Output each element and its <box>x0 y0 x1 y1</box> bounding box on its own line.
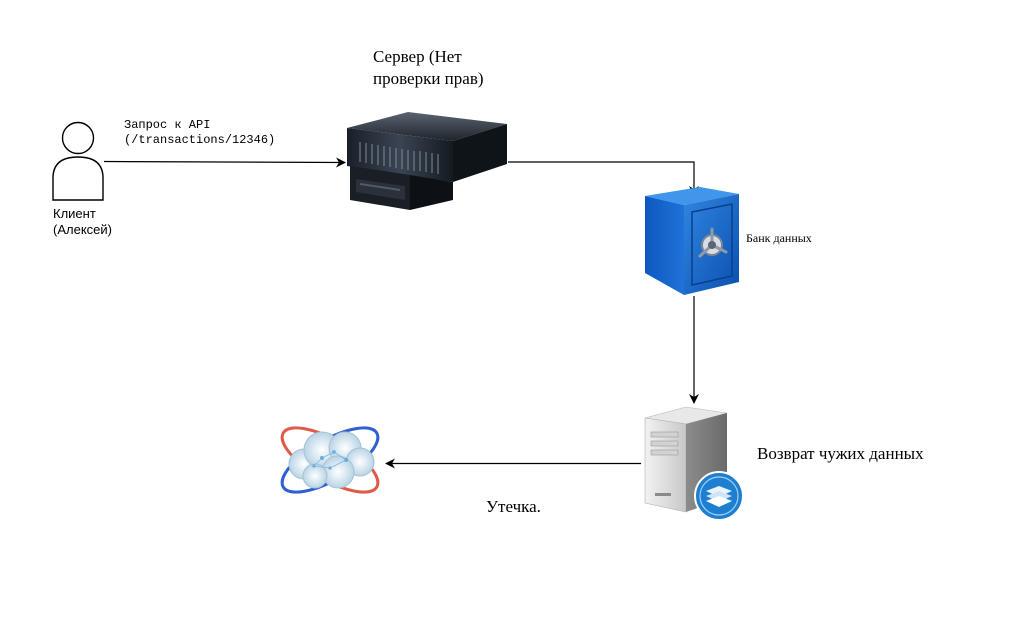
client-label: Клиент (Алексей) <box>53 206 112 237</box>
server-rack-icon <box>347 112 507 210</box>
edge-server-bank <box>508 161 699 196</box>
database-badge-icon <box>694 471 744 521</box>
edge-client-server <box>103 157 346 168</box>
cloud-leak-icon <box>280 426 380 494</box>
bank-label: Банк данных <box>746 231 812 245</box>
server-label: Сервер (Нет проверки прав) <box>373 47 484 88</box>
bank-safe-icon <box>645 187 739 295</box>
return-label: Возврат чужих данных <box>757 444 924 463</box>
request-edge-label: Запрос к API (/transactions/12346) <box>124 118 276 147</box>
leak-label: Утечка. <box>486 497 541 516</box>
client-user-icon <box>52 121 104 201</box>
